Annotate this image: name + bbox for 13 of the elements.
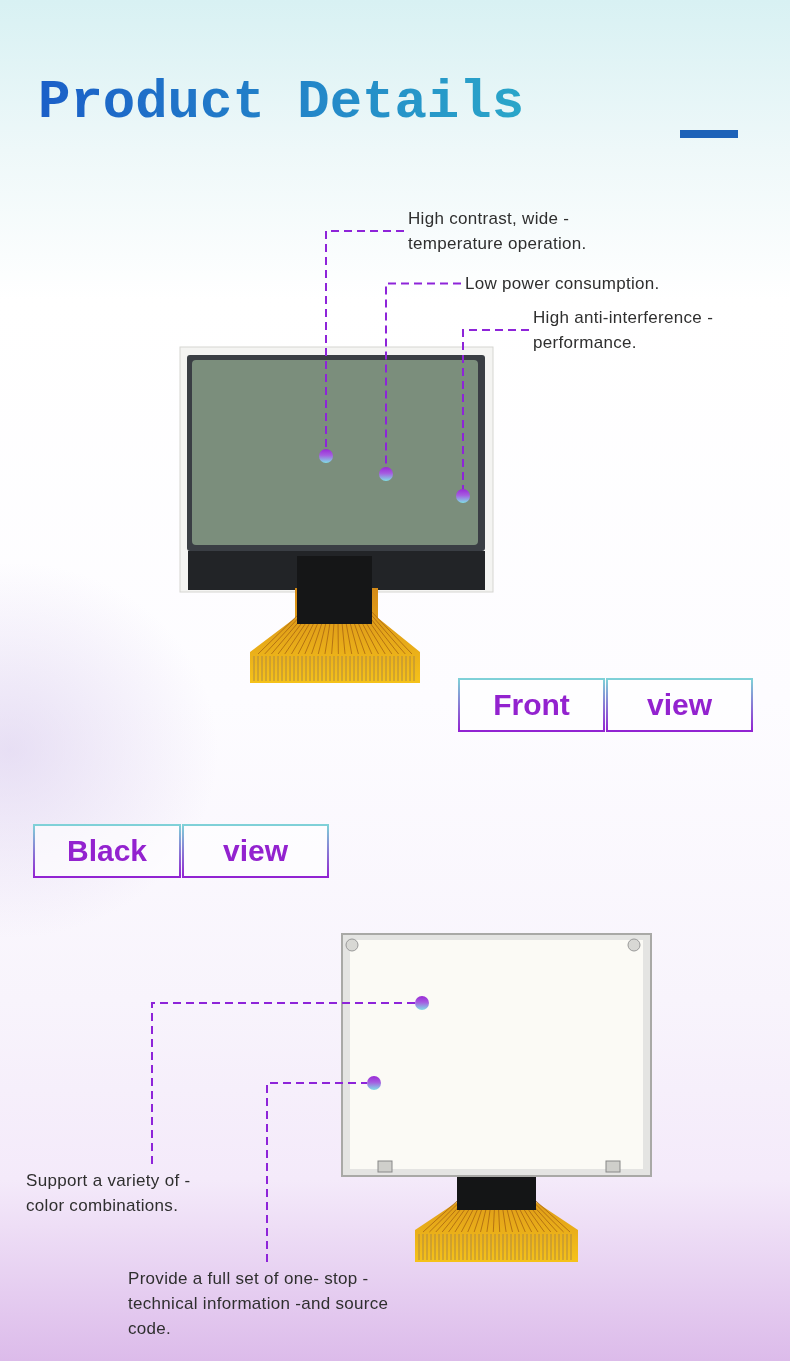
section-title-frame: Front [458, 678, 605, 732]
section-title-frame: Black [33, 824, 181, 878]
leader-line [151, 1002, 416, 1165]
feature-callout-text: Support a variety of -color combinations. [26, 1168, 226, 1218]
feature-callout-text: High anti-interference -performance. [533, 305, 745, 355]
section-title-frame: view [606, 678, 753, 732]
leader-line [325, 230, 405, 450]
leader-line [462, 329, 530, 490]
feature-callout-text: High contrast, wide -temperature operation. [408, 206, 648, 256]
feature-callout-text: Low power consumption. [465, 271, 705, 296]
leader-line [266, 1082, 368, 1263]
feature-callout-text: Provide a full set of one- stop -technical information -and source code. [128, 1266, 408, 1341]
section-title-frame: view [182, 824, 329, 878]
